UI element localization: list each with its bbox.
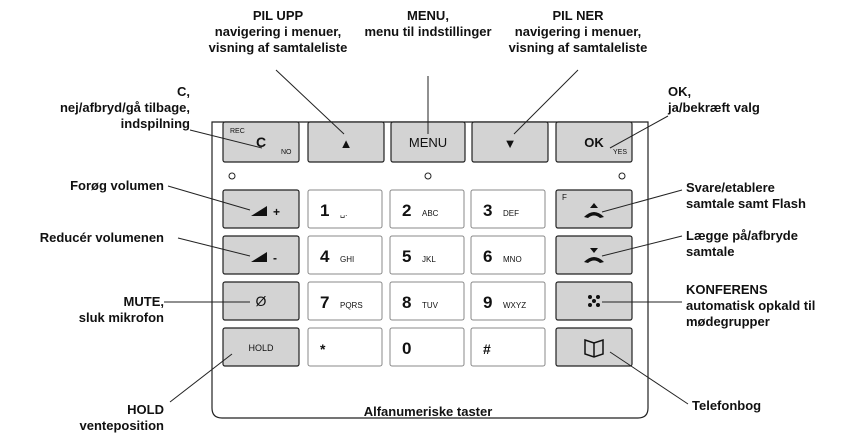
leader-lines <box>164 69 689 405</box>
leader-answer <box>601 189 683 213</box>
volume-up-plus: + <box>273 205 280 219</box>
label-answer: Svare/etablere samtale samt Flash <box>686 180 806 211</box>
ok-key-main: OK <box>584 135 604 150</box>
digit-key-letters: TUV <box>422 301 439 310</box>
digit-key[interactable]: * <box>307 327 383 367</box>
leader-c <box>189 129 263 149</box>
label-hold: HOLD venteposition <box>79 402 164 433</box>
label-c: C, nej/afbryd/gå tilbage, indspilning <box>59 84 190 131</box>
leader-hold <box>169 353 233 403</box>
label-ok: OK, ja/bekræft valg <box>668 84 760 115</box>
digit-key-letters: GHI <box>340 255 354 264</box>
digit-key[interactable]: 8 TUV <box>389 281 465 321</box>
hold-key-label: HOLD <box>248 343 274 353</box>
arrow-down-icon: ▼ <box>504 136 517 151</box>
conference-key[interactable] <box>555 281 633 321</box>
handset-up-arrow <box>590 203 598 208</box>
label-pil-upp: PIL UPP navigering i menuer, visning af … <box>208 8 348 55</box>
volume-down-minus: - <box>273 251 277 265</box>
digit-key[interactable]: 3 DEF <box>470 189 546 229</box>
volume-down-key[interactable]: - <box>222 235 300 275</box>
digit-key-letters: ␣. <box>340 209 347 218</box>
label-hangup: Lægge på/afbryde samtale <box>686 228 798 259</box>
digit-key-number: 8 <box>402 293 411 312</box>
label-alfanumeric: Alfanumeriske taster <box>363 404 493 419</box>
answer-key[interactable]: F <box>555 189 633 229</box>
label-mute: MUTE, sluk mikrofon <box>78 294 164 325</box>
label-pil-ner: PIL NER navigering i menuer, visning af … <box>508 8 648 55</box>
volume-up-key[interactable]: + <box>222 189 300 229</box>
phonebook-key[interactable] <box>555 327 633 367</box>
arrow-up-icon: ▲ <box>340 136 353 151</box>
handset-on-hook-icon <box>584 257 604 263</box>
ok-key[interactable]: OK YES <box>555 121 633 163</box>
label-menu: MENU, menu til indstillinger <box>364 8 492 39</box>
digit-key[interactable]: 9 WXYZ <box>470 281 546 321</box>
keypad-outline <box>211 121 649 419</box>
digit-key-number: 5 <box>402 247 411 266</box>
leader-volume-up <box>167 185 251 211</box>
hold-key[interactable]: HOLD <box>222 327 300 367</box>
down-arrow-key[interactable]: ▼ <box>471 121 549 163</box>
volume-up-icon <box>251 206 267 216</box>
leader-volume-down <box>177 237 251 257</box>
digit-key-number: 7 <box>320 293 329 312</box>
conference-icon <box>588 295 600 307</box>
digit-key[interactable]: 6 MNO <box>470 235 546 275</box>
mute-key[interactable]: Ø <box>222 281 300 321</box>
label-volume-up: Forøg volumen <box>70 178 164 193</box>
mute-icon: Ø <box>256 293 267 309</box>
leader-pil-upp <box>275 69 345 135</box>
digit-key[interactable]: 7 PQRS <box>307 281 383 321</box>
label-volume-down: Reducér volumenen <box>39 230 164 245</box>
leader-ok <box>609 115 669 149</box>
c-key-top: REC <box>230 128 245 135</box>
menu-key-label: MENU <box>409 135 447 150</box>
digit-key-number: # <box>483 341 491 357</box>
c-key[interactable]: REC C NO <box>222 121 300 163</box>
digit-key-letters: ABC <box>422 209 439 218</box>
ok-key-bottom: YES <box>613 149 627 156</box>
digit-key-number: 1 <box>320 201 329 220</box>
digit-key-number: 2 <box>402 201 411 220</box>
hangup-key[interactable] <box>555 235 633 275</box>
digit-key-letters: WXYZ <box>503 301 526 310</box>
digit-key-letters: MNO <box>503 255 522 264</box>
handset-down-arrow <box>590 248 598 253</box>
digit-key[interactable]: 1 ␣. <box>307 189 383 229</box>
label-phonebook: Telefonbog <box>692 398 762 413</box>
digit-key-number: 6 <box>483 247 492 266</box>
alphanumeric-keys: 1 ␣. 2 ABC 3 DEF 4 GHI 5 JKL 6 MNO 7 PQRS 8 TUV 9 WXYZ * 0 # <box>307 189 546 367</box>
digit-key-number: 0 <box>402 339 411 358</box>
answer-key-top: F <box>562 193 567 202</box>
digit-key[interactable]: 4 GHI <box>307 235 383 275</box>
indicator-dot-left <box>228 172 236 180</box>
digit-key[interactable]: 5 JKL <box>389 235 465 275</box>
digit-key[interactable]: # <box>470 327 546 367</box>
indicator-dot-center <box>424 172 432 180</box>
digit-key[interactable]: 0 <box>389 327 465 367</box>
up-arrow-key[interactable]: ▲ <box>307 121 385 163</box>
handset-off-hook-icon <box>584 212 604 218</box>
digit-key[interactable]: 2 ABC <box>389 189 465 229</box>
digit-key-letters: DEF <box>503 209 519 218</box>
indicator-dot-right <box>618 172 626 180</box>
volume-down-icon <box>251 252 267 262</box>
phonebook-icon <box>584 338 604 358</box>
leader-hangup <box>601 235 683 257</box>
digit-key-number: 4 <box>320 247 330 266</box>
digit-key-letters: PQRS <box>340 301 363 310</box>
digit-key-letters: JKL <box>422 255 436 264</box>
label-conference: KONFERENS automatisk opkald til mødegrup… <box>686 282 816 329</box>
leader-phonebook <box>609 351 689 405</box>
c-key-bottom: NO <box>281 149 292 156</box>
digit-key-number: 9 <box>483 293 492 312</box>
digit-key-number: 3 <box>483 201 492 220</box>
c-key-main: C <box>256 134 266 150</box>
leader-pil-ner <box>513 69 579 135</box>
digit-key-number: * <box>320 341 326 357</box>
